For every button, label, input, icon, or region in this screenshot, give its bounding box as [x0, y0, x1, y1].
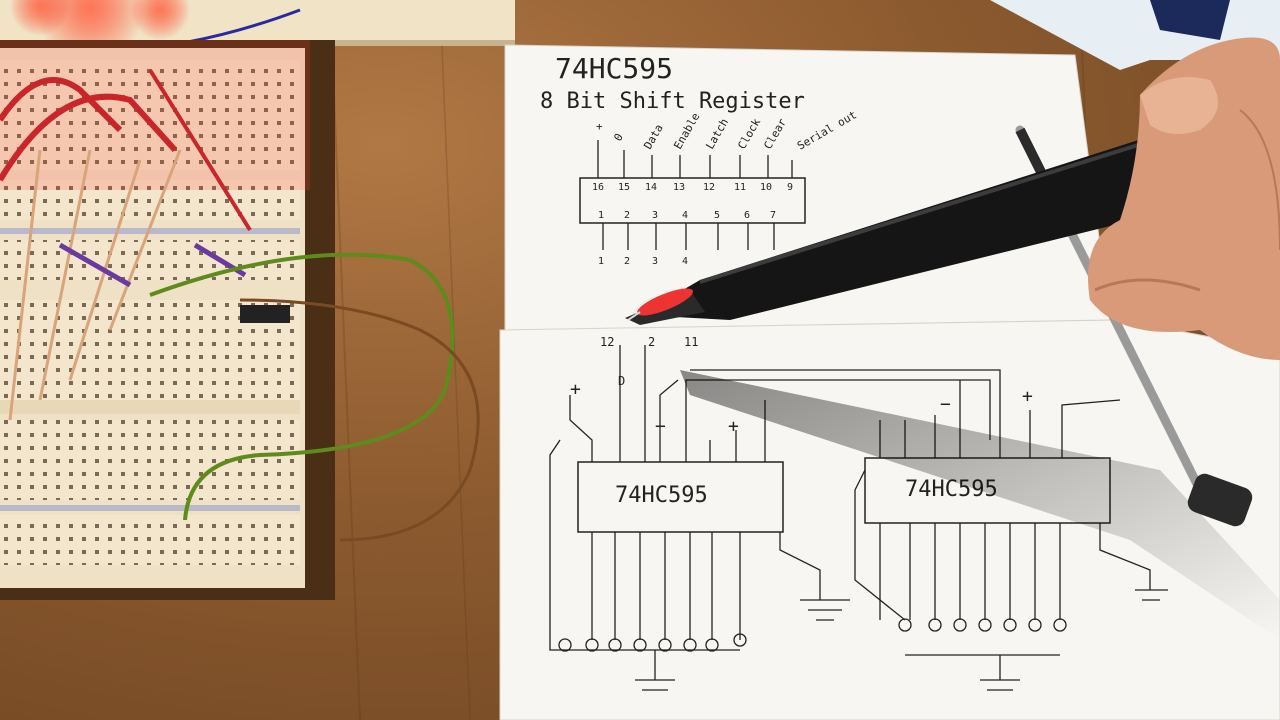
plus-sign: +: [1022, 386, 1033, 407]
green-wire: [149, 252, 455, 521]
signal-label: D: [618, 374, 625, 388]
pin-number: 12: [703, 182, 715, 193]
hand: [1088, 37, 1280, 360]
ic-chip: [240, 305, 290, 323]
breadboard: [0, 40, 335, 600]
pin-label: +: [596, 120, 603, 133]
pin-number: 4: [682, 210, 688, 221]
pin-number: 14: [645, 182, 657, 193]
pin-number: 3: [652, 210, 658, 221]
red-wire: [0, 77, 123, 133]
schematic-sheet-bottom: 12 D 2 11 74HC595 74HC595: [499, 319, 1280, 720]
output-number: 2: [624, 256, 630, 267]
pen-shadow: [680, 370, 1280, 640]
plus-sign: +: [728, 416, 739, 437]
pin-number: 1: [598, 210, 604, 221]
minus-sign: −: [655, 416, 666, 437]
signal-label: 12: [600, 335, 614, 349]
pin-number: 5: [714, 210, 720, 221]
pin-number: 10: [760, 182, 772, 193]
pen-tip-reflection: [637, 288, 693, 316]
chip-left-label: 74HC595: [615, 483, 708, 508]
chip-left-outline: [577, 461, 784, 533]
output-number: 1: [598, 256, 604, 267]
pin-number: 13: [673, 182, 685, 193]
pin-number: 16: [592, 182, 604, 193]
pin-number: 2: [624, 210, 630, 221]
pin-number: 7: [770, 210, 776, 221]
led-symbols: [558, 618, 1067, 652]
pin-number: 6: [744, 210, 750, 221]
signal-label: 2: [648, 335, 655, 349]
plus-sign: +: [570, 379, 581, 400]
sheet-subtitle: 8 Bit Shift Register: [540, 89, 805, 114]
output-number: 3: [652, 256, 658, 267]
pin-number: 11: [734, 182, 746, 193]
minus-sign: −: [940, 394, 951, 415]
chip-outline: [579, 177, 806, 224]
signal-label: 11: [684, 335, 698, 349]
breadboard-wires: [0, 68, 480, 542]
pen: [625, 130, 1215, 325]
pin-number: 15: [618, 182, 630, 193]
output-number: 4: [682, 256, 688, 267]
sheet-title: 74HC595: [555, 52, 673, 85]
pin-number: 9: [787, 182, 793, 193]
